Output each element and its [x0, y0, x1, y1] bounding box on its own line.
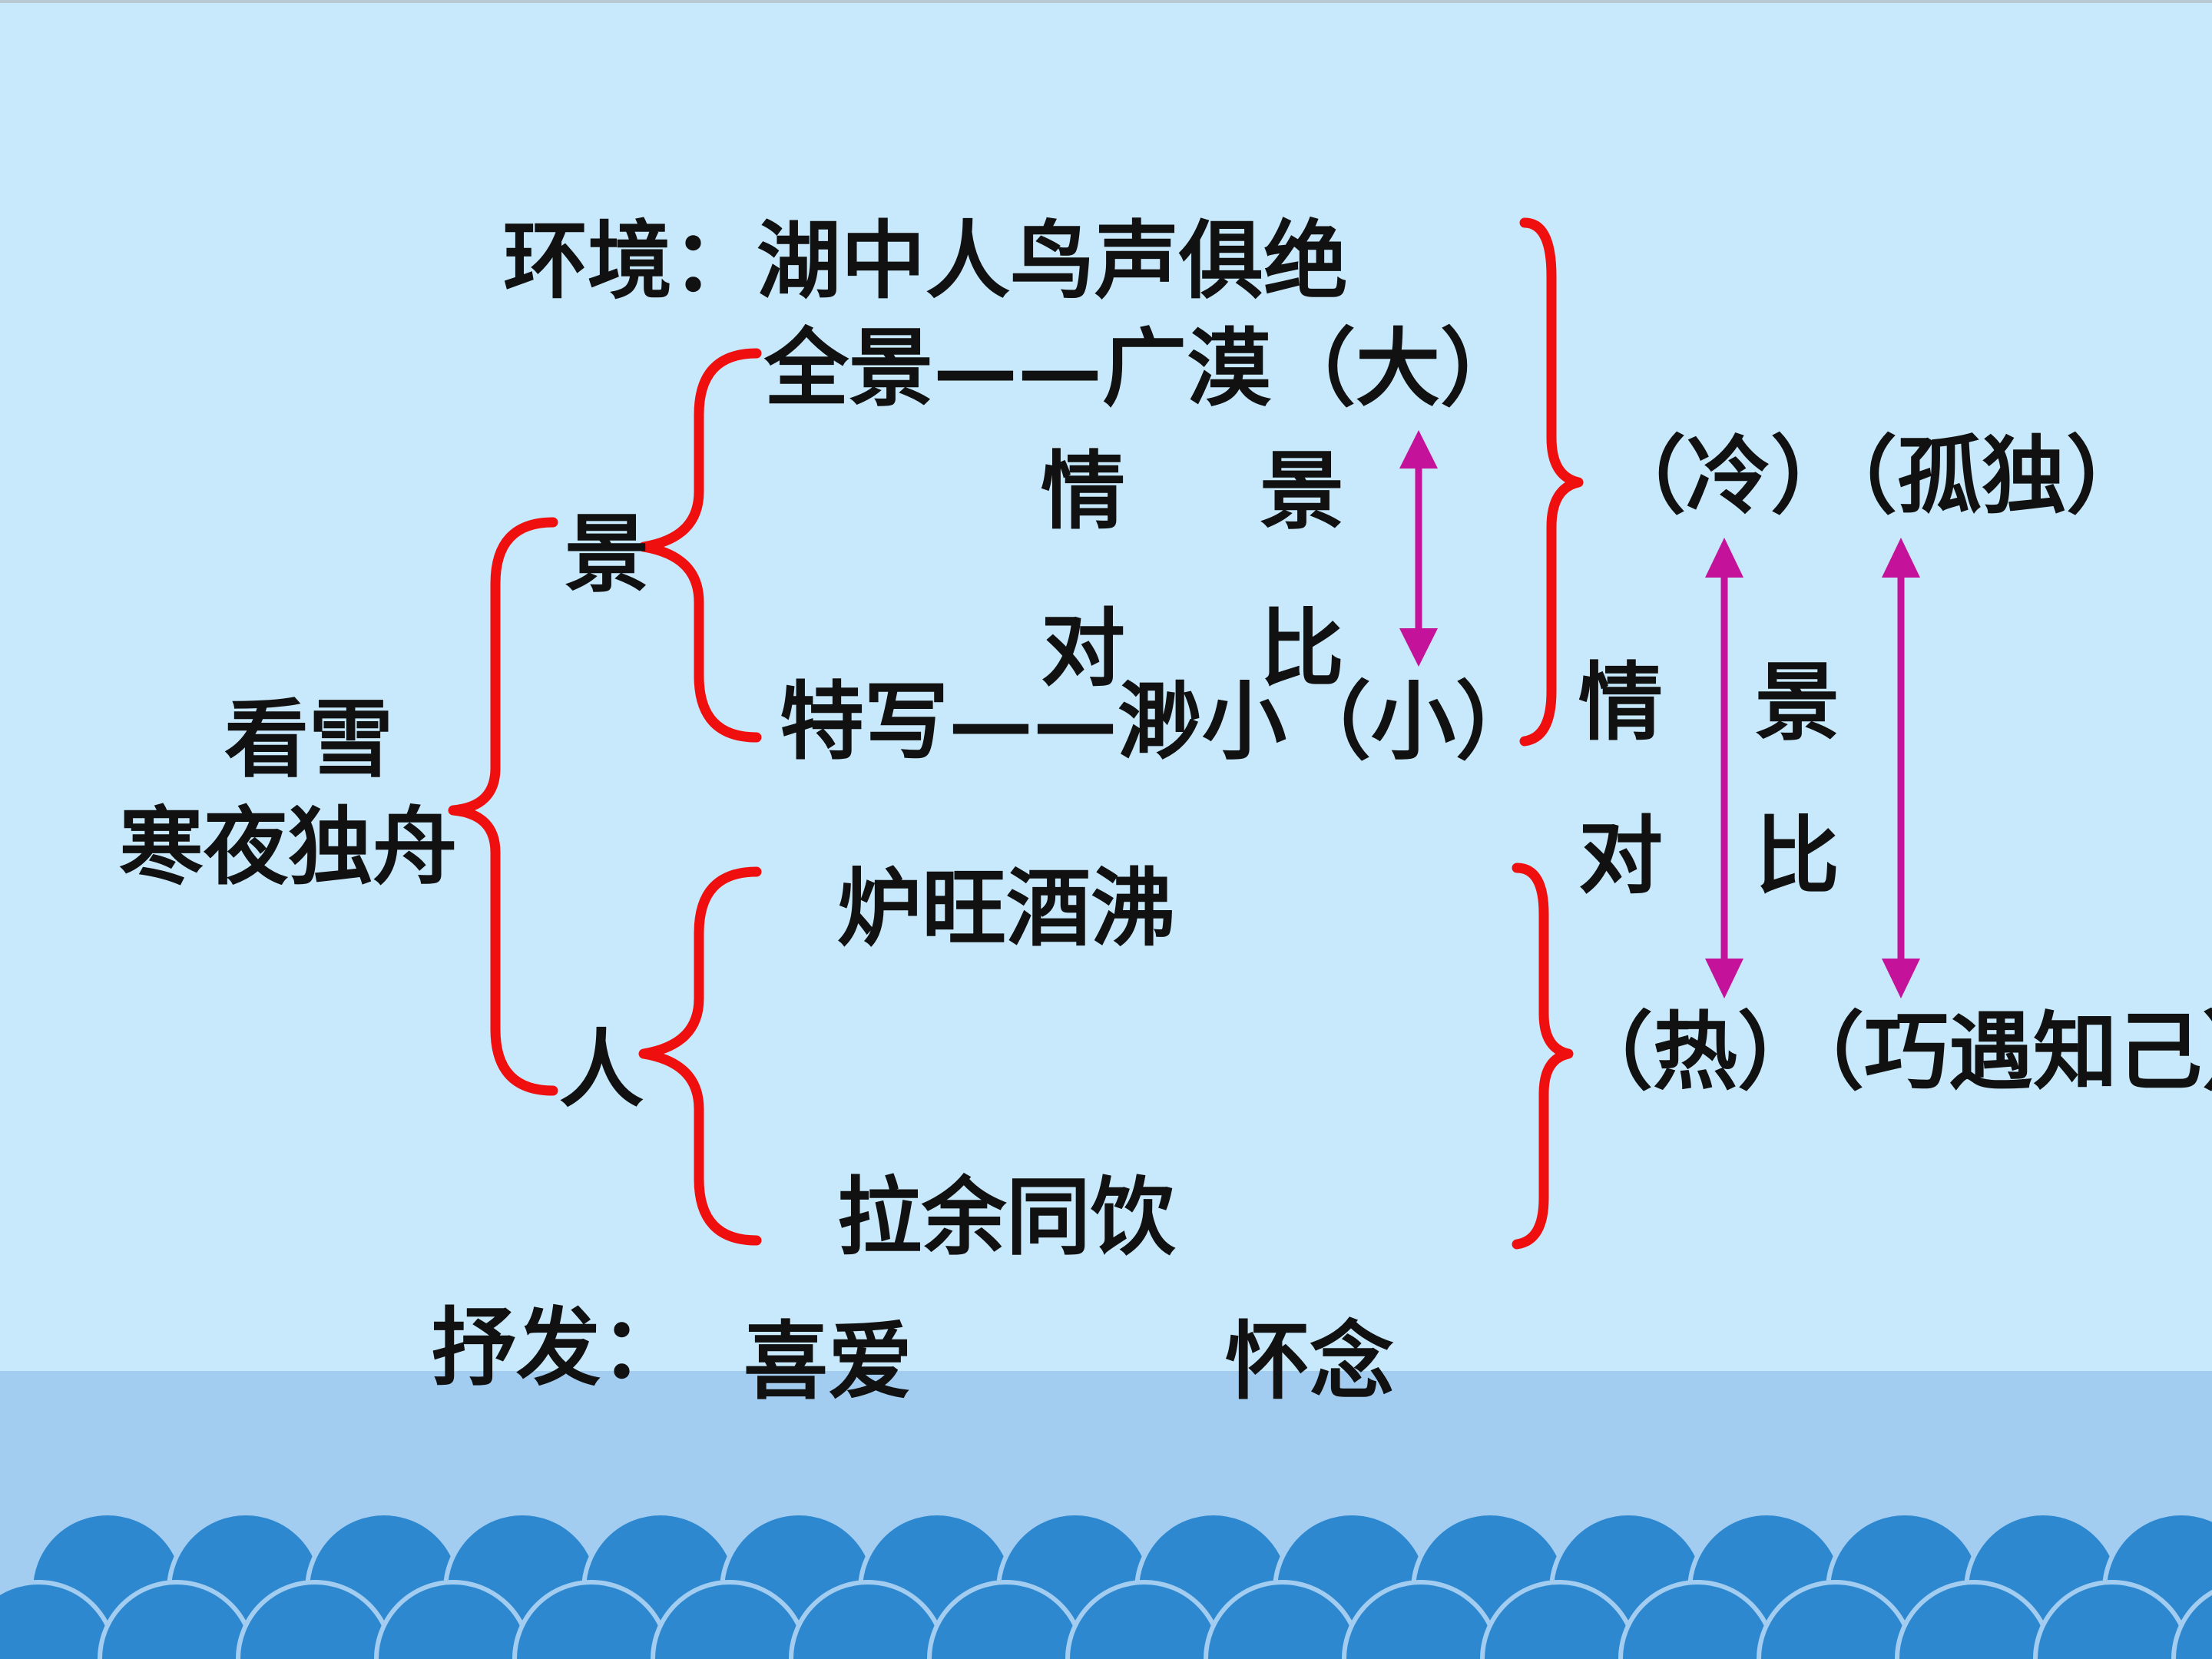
- scenery-result-text: （冷）（孤独）: [1601, 426, 2151, 525]
- panorama-text: 全景——广漠（大）: [764, 319, 1525, 418]
- wave-scallop: [927, 1580, 1085, 1659]
- wave-scallop: [2171, 1589, 2212, 1659]
- wave-scallop: [1895, 1580, 2053, 1659]
- wave-scallop: [1618, 1580, 1777, 1659]
- temperature-contrast-arrow: [1705, 538, 1743, 998]
- environment-text: 环境：湖中人鸟声俱绝: [503, 211, 1348, 310]
- scenery-contrast-word-bi: 比: [1260, 599, 1344, 698]
- right-contrast-word-jing: 景: [1755, 653, 1839, 752]
- expression-label: 抒发：: [432, 1298, 685, 1397]
- people-item-2: 拉余同饮: [837, 1167, 1175, 1267]
- root-brace: [448, 517, 558, 1096]
- expression-item-2: 怀念: [1225, 1312, 1394, 1411]
- wave-scallop: [236, 1580, 394, 1659]
- expression-item-1: 喜爱: [743, 1312, 912, 1411]
- scenery-contrast-word-qing: 情: [1041, 442, 1125, 541]
- right-contrast-word-dui: 对: [1578, 806, 1663, 906]
- mood-contrast-arrow: [1882, 538, 1920, 998]
- root-label-line1: 看雪: [224, 690, 393, 789]
- root-label-line2: 寒夜独舟: [119, 797, 457, 896]
- scenery-contrast-word-dui: 对: [1041, 599, 1125, 698]
- wave-scallop: [1342, 1580, 1500, 1659]
- top-border-line: [0, 0, 2212, 3]
- people-label: 人: [559, 1020, 644, 1119]
- people-result-brace: [1512, 863, 1574, 1250]
- wave-scallop: [374, 1580, 532, 1659]
- wave-scallop: [789, 1580, 947, 1659]
- scenery-contrast-arrow: [1399, 430, 1438, 667]
- wave-scallop: [1757, 1580, 1915, 1659]
- scenery-brace: [638, 348, 762, 743]
- wave-scallop: [1204, 1580, 1362, 1659]
- people-item-1: 炉旺酒沸: [837, 859, 1175, 958]
- right-contrast-word-bi: 比: [1755, 806, 1839, 906]
- scenery-contrast-word-jing: 景: [1260, 442, 1344, 541]
- people-brace: [638, 866, 762, 1246]
- people-result-text: （热）（巧遇知己）: [1568, 1002, 2212, 1101]
- wave-scallop: [0, 1580, 118, 1659]
- wave-scallop: [651, 1580, 809, 1659]
- right-contrast-word-qing: 情: [1578, 653, 1663, 752]
- scenery-result-brace: [1519, 217, 1584, 747]
- closeup-text: 特写——渺小（小）: [780, 672, 1540, 771]
- wave-scallop: [512, 1580, 671, 1659]
- wave-scallop: [2033, 1580, 2191, 1659]
- wave-scallop: [1065, 1580, 1224, 1659]
- wave-scallop: [98, 1580, 256, 1659]
- wave-scallop: [1480, 1580, 1638, 1659]
- scenery-label: 景: [565, 505, 649, 604]
